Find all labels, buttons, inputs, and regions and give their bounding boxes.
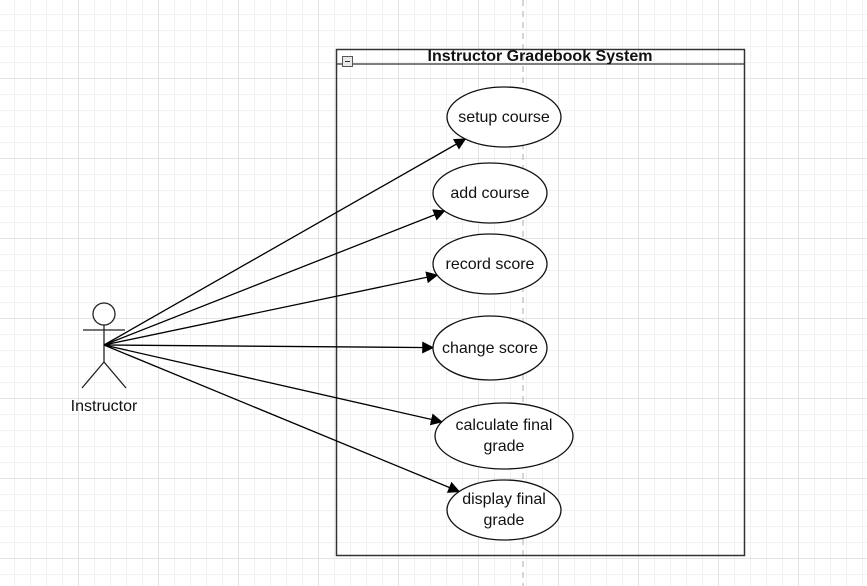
use-case-ellipse[interactable] [432, 233, 548, 295]
use-case-label: calculate final grade [455, 417, 553, 455]
actor-figure[interactable] [81, 302, 127, 389]
association-arrow[interactable] [103, 344, 461, 493]
use-case-ellipse[interactable] [434, 402, 574, 470]
use-case-ellipse[interactable] [432, 315, 548, 381]
system-boundary[interactable] [335, 48, 746, 557]
use-case-ellipse[interactable] [446, 479, 562, 541]
association-arrow[interactable] [103, 344, 443, 426]
actor-right-leg [103, 361, 127, 389]
use-case-label: change score [441, 339, 539, 357]
actor-head [92, 302, 116, 326]
association-arrow[interactable] [103, 138, 467, 346]
use-case-label: setup course [458, 108, 550, 126]
use-case-label: record score [445, 255, 535, 273]
actor-label: Instructor [70, 398, 138, 415]
actor-left-leg [81, 361, 105, 389]
use-case-label: display final grade [462, 491, 546, 529]
use-case-label: add course [450, 184, 530, 202]
association-arrow[interactable] [103, 341, 435, 354]
association-arrow[interactable] [103, 271, 439, 346]
use-case-ellipse[interactable] [446, 86, 562, 148]
collapse-toggle-icon[interactable] [342, 56, 353, 67]
use-case-ellipse[interactable] [432, 162, 548, 224]
system-title: Instructor Gradebook System [427, 48, 653, 65]
association-arrow[interactable] [103, 209, 446, 346]
